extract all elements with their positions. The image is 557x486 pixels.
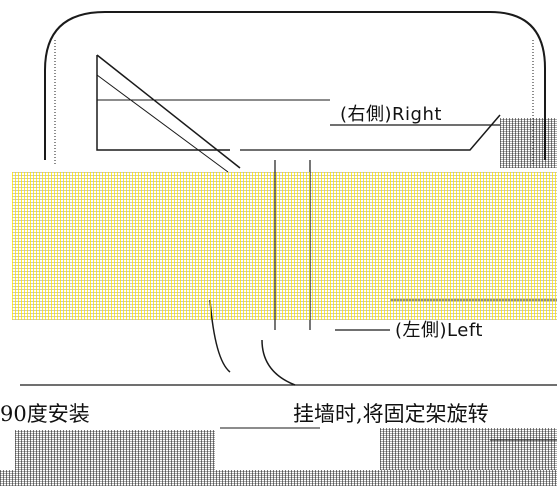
left-side-label: (左側)Left — [393, 320, 485, 341]
scan-noise-band — [12, 172, 557, 320]
bracket-plate-left-edge — [96, 55, 230, 151]
scan-noise-text-left — [15, 430, 215, 470]
right-side-label: (右側)Right — [340, 104, 442, 125]
scan-noise-bottom — [0, 470, 557, 486]
leg-right — [261, 339, 296, 386]
bracket-plate-right-edge — [430, 114, 501, 151]
bracket-diagonal-2 — [96, 74, 229, 173]
scan-noise-corner — [500, 118, 557, 168]
scan-noise-text-right — [380, 428, 557, 470]
caption-wall-mount: 挂墙时,将固定架旋转 — [293, 402, 489, 426]
caption-90-degree: 90度安装 — [0, 402, 90, 426]
bracket-diagonal-1 — [96, 54, 241, 169]
outer-frame-arch — [44, 11, 546, 160]
